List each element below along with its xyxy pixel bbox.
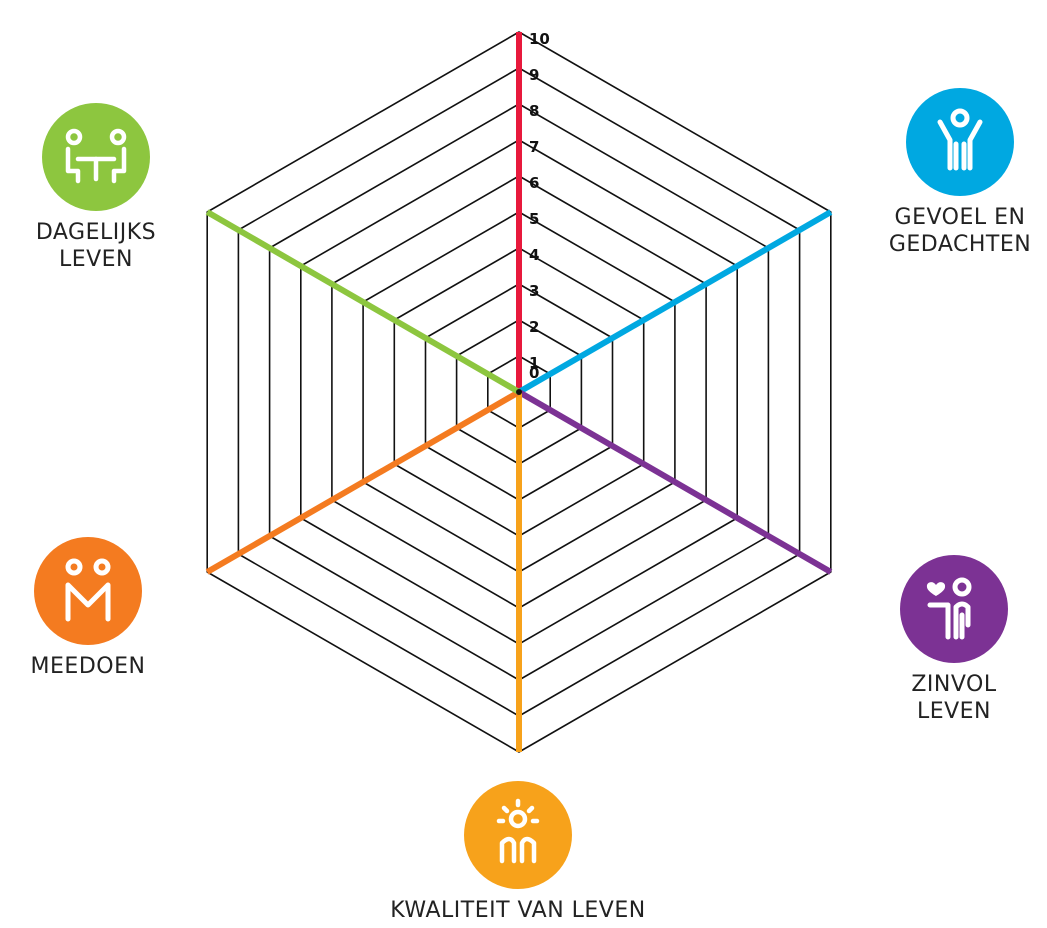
two-people-icon (34, 537, 142, 645)
tick-label-7: 7 (529, 138, 539, 156)
axis-spoke-5 (205, 209, 521, 395)
label-line: GEVOEL EN (894, 205, 1026, 230)
label-line: MEEDOEN (30, 654, 146, 679)
tick-label-0: 0 (529, 364, 539, 382)
label-line: LEVEN (58, 247, 134, 272)
label-line: ZINVOL (911, 672, 997, 697)
label-line: GEDACHTEN (888, 232, 1032, 257)
tick-label-2: 2 (529, 318, 539, 336)
axis-spoke-1 (517, 209, 833, 395)
person-with-heart-icon (900, 555, 1008, 663)
label-line: KWALITEIT VAN LEVEN (390, 898, 646, 923)
dimension-gevoel-en-gedachten: GEVOEL EN GEDACHTEN (880, 88, 1040, 258)
dimension-label: DAGELIJKS LEVEN (36, 219, 156, 273)
dimension-label: MEEDOEN (31, 653, 146, 680)
person-arms-raised-icon (906, 88, 1014, 196)
axis-spoke-2 (517, 389, 833, 575)
tick-label-10: 10 (529, 30, 550, 48)
tick-label-9: 9 (529, 66, 539, 84)
center-point (516, 389, 522, 395)
person-with-sun-icon (464, 781, 572, 889)
axis-spoke-4 (205, 389, 521, 575)
dimension-label: GEVOEL EN GEDACHTEN (889, 204, 1031, 258)
tick-label-8: 8 (529, 102, 539, 120)
tick-label-6: 6 (529, 174, 539, 192)
dimension-label: KWALITEIT VAN LEVEN (390, 897, 645, 924)
dimension-label: ZINVOL LEVEN (911, 671, 996, 725)
tick-label-3: 3 (529, 282, 539, 300)
tick-label-5: 5 (529, 210, 539, 228)
label-line: DAGELIJKS (35, 220, 157, 245)
dimension-dagelijks-leven: DAGELIJKS LEVEN (16, 103, 176, 273)
dimension-meedoen: MEEDOEN (18, 537, 158, 680)
tick-label-1: 1 (529, 354, 539, 372)
people-at-table-icon (42, 103, 150, 211)
label-line: LEVEN (916, 699, 992, 724)
dimension-zinvol-leven: ZINVOL LEVEN (874, 555, 1034, 725)
tick-label-4: 4 (529, 246, 539, 264)
dimension-kwaliteit-van-leven: KWALITEIT VAN LEVEN (368, 781, 668, 924)
